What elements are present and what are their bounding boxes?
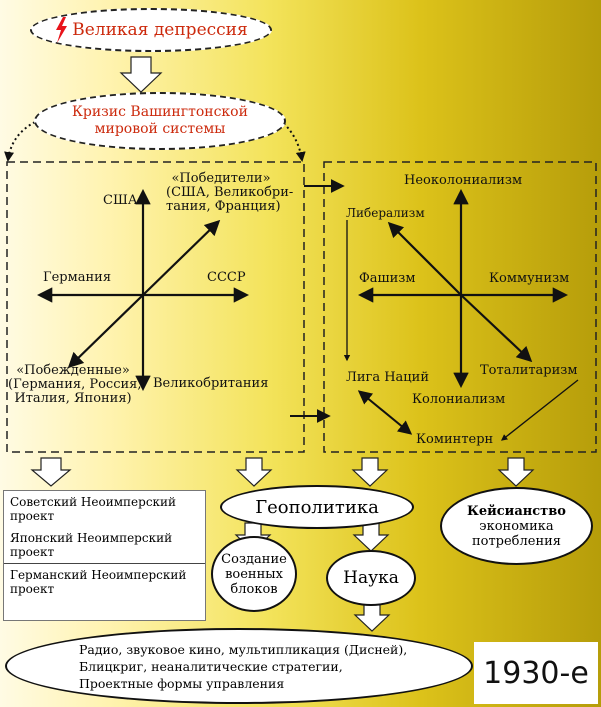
label-comintern: Коминтерн (416, 432, 494, 447)
losers-line2: (Германия, Россия, (8, 377, 142, 392)
bottom-ellipse: Радио, звуковое кино, мультипликация (Ди… (5, 628, 473, 704)
label-britain: Великобритания (153, 376, 269, 391)
label-league: Лига Наций (346, 370, 429, 385)
depression-ellipse: Великая депрессия (30, 8, 272, 52)
keynes-line3: потребления (471, 533, 561, 549)
hollow-arrow-geo-left (235, 457, 273, 487)
keynes-line2: экономика (479, 518, 554, 534)
label-ussr: СССР (207, 270, 246, 285)
blocs-ellipse: Создание военных блоков (211, 536, 297, 612)
label-germany: Германия (43, 270, 112, 285)
winners-line1: «Победители» (171, 171, 271, 186)
hollow-arrow-projects (30, 457, 72, 487)
keynes-title: Кейсианство (467, 503, 566, 519)
hollow-arrow-science (352, 522, 390, 552)
lightning-icon (56, 17, 68, 43)
winners-line2: (США, Великобри- (166, 185, 294, 200)
label-colonialism: Колониализм (412, 392, 506, 407)
bottom-line3: Проектные формы управления (79, 675, 285, 691)
crisis-label-line1: Кризис Вашингтонской (72, 104, 248, 120)
project-soviet-l2: проект (10, 509, 55, 523)
depression-label: Великая депрессия (72, 20, 248, 40)
project-japanese-l2: проект (10, 545, 55, 559)
losers-line3: Италия, Япония) (14, 391, 132, 406)
hollow-arrow-geo-right (351, 457, 389, 487)
losers-line1: «Побежденные» (16, 363, 130, 378)
hollow-arrow-top (119, 56, 163, 93)
label-liberalism: Либерализм (346, 206, 425, 220)
blocs-line1: Создание (221, 551, 287, 567)
label-totalitarianism: Тоталитаризм (480, 363, 578, 378)
blocs-line2: военных (225, 566, 283, 582)
project-german-l1: Германский Неоимперский (10, 568, 187, 582)
geopolitics-ellipse: Геополитика (220, 485, 414, 529)
geopolitics-label: Геополитика (255, 496, 379, 518)
crisis-ellipse: Кризис Вашингтонской мировой системы (34, 92, 286, 150)
project-japanese: Японский Неоимперский проект (4, 527, 205, 563)
label-communism: Коммунизм (489, 271, 570, 286)
label-losers: «Побежденные» (Германия, Россия, Италия,… (8, 363, 142, 406)
projects-box: Советский Неоимперский проект Японский Н… (3, 490, 206, 621)
bottom-line1: Радио, звуковое кино, мультипликация (Ди… (79, 641, 408, 657)
keynes-ellipse: Кейсианство экономика потребления (440, 487, 593, 565)
bottom-line2: Блицкриг, неаналитические стратегии, (79, 658, 343, 674)
project-soviet: Советский Неоимперский проект (4, 491, 205, 527)
project-japanese-l1: Японский Неоимперский (10, 531, 173, 545)
label-winners: «Победители» (США, Великобри- тания, Фра… (166, 171, 294, 214)
science-label: Наука (343, 568, 399, 588)
project-soviet-l1: Советский Неоимперский (10, 495, 177, 509)
hollow-arrow-keynes (497, 457, 535, 487)
winners-line3: тания, Франция) (166, 199, 281, 214)
label-usa: США (103, 193, 138, 208)
crisis-label-line2: мировой системы (94, 121, 226, 137)
project-german: Германский Неоимперский проект (4, 563, 205, 600)
blocs-line3: блоков (230, 581, 278, 597)
label-neocolonialism: Неоколониализм (404, 173, 523, 188)
year-label: 1930-е (474, 642, 598, 704)
right-dashed-frame (323, 161, 597, 453)
hollow-arrow-bottom (353, 602, 391, 632)
label-fascism: Фашизм (359, 271, 416, 286)
left-dashed-frame (6, 161, 305, 453)
science-ellipse: Наука (326, 550, 416, 606)
project-german-l2: проект (10, 582, 55, 596)
